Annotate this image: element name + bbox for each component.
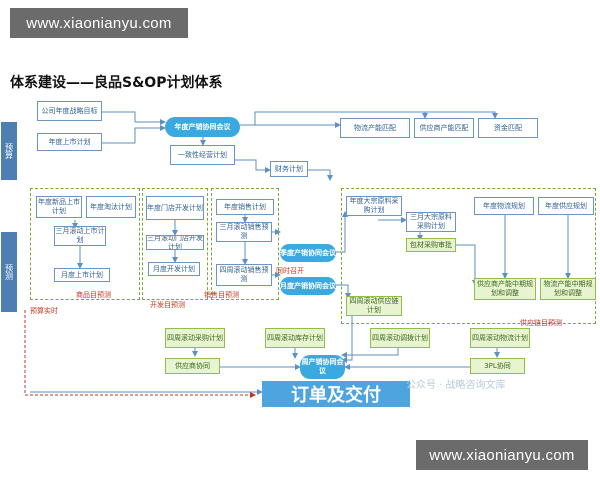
label-product-forecast: 商品目预测 — [76, 291, 111, 299]
node-annual-launch[interactable]: 年度上市计划 — [37, 133, 102, 151]
group-sales-forecast — [211, 188, 279, 300]
edge — [254, 111, 498, 125]
node-rolling-launch[interactable]: 三月滚动上市计划 — [54, 226, 106, 246]
node-supply-plan[interactable]: 年度供应规划 — [538, 197, 594, 215]
edge — [455, 244, 478, 286]
node-weekly-sales[interactable]: 四周滚动销售预测 — [216, 264, 272, 286]
edge — [102, 111, 166, 125]
node-logistics-plan[interactable]: 年度物流规划 — [474, 197, 534, 215]
node-bulk-procure[interactable]: 年度大宗原料采购计划 — [346, 196, 402, 216]
node-monthly-launch[interactable]: 月度上市计划 — [54, 268, 110, 282]
node-rolling-sales[interactable]: 三月滚动销售预测 — [216, 222, 272, 242]
logo-watermark: 公众号 · 战略咨询文库 — [406, 380, 506, 391]
node-supplier-adjust[interactable]: 供应商产能中期规划和调整 — [474, 278, 536, 300]
edge — [308, 169, 333, 181]
group-store-forecast — [142, 188, 208, 300]
node-store-open[interactable]: 年度门店开发计划 — [146, 196, 204, 220]
node-packaging[interactable]: 包材采购审批 — [406, 238, 456, 252]
side-label-budget: 预算 — [1, 122, 17, 180]
node-annual-sop-meeting[interactable]: 年度产销协同会议 — [165, 117, 240, 137]
node-capital-match[interactable]: 资金匹配 — [478, 118, 538, 138]
node-new-launch[interactable]: 年度新品上市计划 — [36, 196, 82, 218]
label-store-forecast: 开发目预测 — [150, 301, 185, 309]
edge-budget-feedback — [24, 310, 256, 398]
node-consistent-plan[interactable]: 一致性经营计划 — [170, 145, 235, 165]
group-product-forecast — [30, 188, 140, 300]
edge — [341, 316, 353, 363]
label-budget-forecast: 预算实时 — [30, 307, 58, 315]
node-monthly-sop-meeting[interactable]: 月度产销协同会议 — [280, 277, 336, 295]
watermark-bottom: www.xiaonianyu.com — [416, 440, 588, 470]
node-quarterly-sop-meeting[interactable]: 季度产销协同会议 — [280, 244, 336, 262]
group-supply-forecast — [341, 188, 596, 324]
edge — [235, 159, 271, 173]
side-label-forecast: 预测 — [1, 232, 17, 312]
node-rolling-bulk[interactable]: 三月大宗原料采购计划 — [406, 212, 456, 232]
node-supplier-match[interactable]: 供应商产能匹配 — [414, 118, 474, 138]
node-weekly-logistics[interactable]: 四周滚动物流计划 — [470, 328, 530, 348]
label-supply-forecast: 供应链目预测 — [520, 319, 562, 327]
node-weekly-sop-meeting[interactable]: 周产销协同会议 — [300, 355, 345, 379]
watermark-top: www.xiaonianyu.com — [10, 8, 188, 38]
node-monthly-store[interactable]: 月度开发计划 — [148, 262, 200, 276]
node-3pl-sync[interactable]: 3PL协同 — [470, 358, 525, 374]
label-meeting-time: 同时召开 — [276, 267, 304, 275]
node-annual-sales[interactable]: 年度销售计划 — [216, 199, 274, 215]
edge — [336, 284, 351, 299]
order-delivery-bar: 订单及交付 — [262, 381, 410, 407]
edge — [102, 125, 166, 144]
node-finance-plan[interactable]: 财务计划 — [270, 161, 308, 177]
node-weekly-inventory[interactable]: 四周滚动库存计划 — [265, 328, 325, 348]
diagram-title: 体系建设——良品S&OP计划体系 — [10, 75, 223, 91]
node-corp-strategy[interactable]: 公司年度战略目标 — [37, 101, 102, 121]
node-weekly-replenish[interactable]: 四周滚动调拨计划 — [370, 328, 430, 348]
node-weekly-purchase[interactable]: 四周滚动采购计划 — [165, 328, 225, 348]
node-phase-out[interactable]: 年度淘汰计划 — [86, 196, 136, 218]
node-logistics-adjust[interactable]: 物流产能中期规划和调整 — [540, 278, 596, 300]
node-logistics-match[interactable]: 物流产能匹配 — [340, 118, 410, 138]
node-rolling-store[interactable]: 三月滚动门店开发计划 — [146, 235, 204, 250]
node-supplier-sync[interactable]: 供应商协同 — [165, 358, 220, 374]
edge — [336, 211, 348, 253]
node-weekly-supply[interactable]: 四周滚动供应链计划 — [346, 296, 402, 316]
label-sales-forecast: 销售目预测 — [204, 291, 239, 299]
